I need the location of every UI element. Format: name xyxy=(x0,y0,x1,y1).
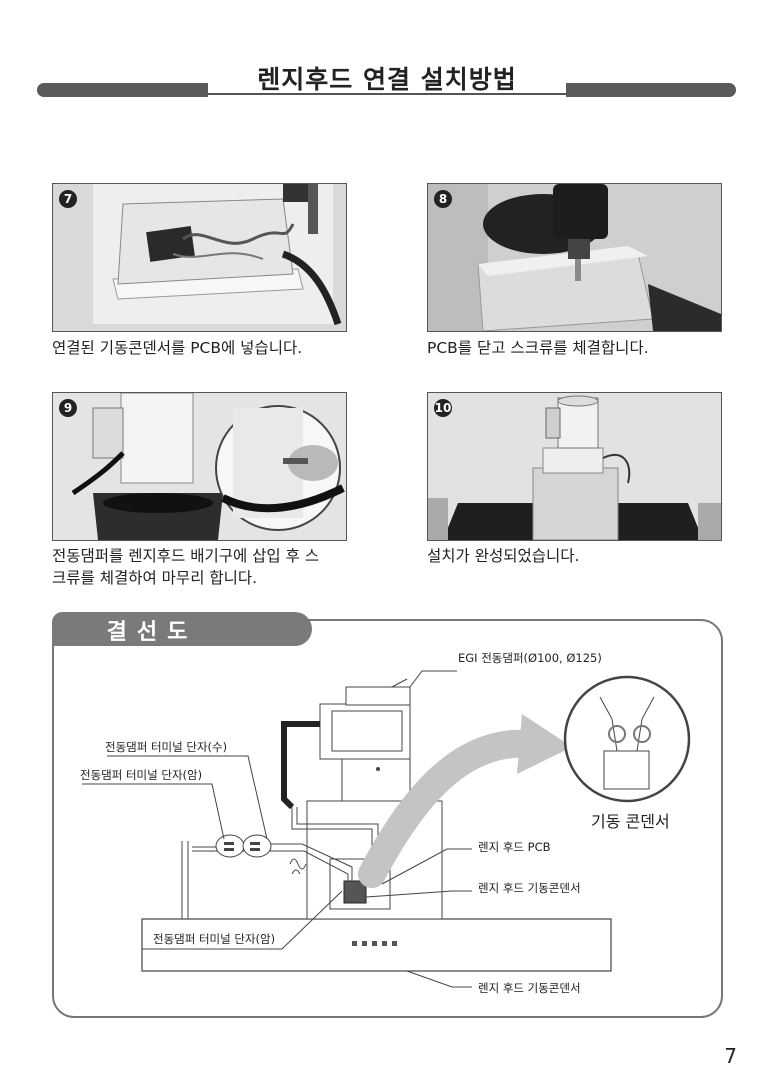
step-8-caption: PCB를 닫고 스크류를 체결합니다. xyxy=(427,339,649,357)
wiring-diagram-heading: 결선도 xyxy=(106,620,198,645)
terminal-female-label: 전동댐퍼 터미널 단자(암) xyxy=(80,768,203,782)
step-9-badge: 9 xyxy=(59,399,77,417)
step-10-photo: 10 xyxy=(427,392,722,541)
title-underline xyxy=(208,93,566,95)
step-7-badge: 7 xyxy=(59,190,77,208)
terminal-male-connector xyxy=(242,834,272,858)
hood-buttons xyxy=(352,941,397,946)
step-8-photo: 8 xyxy=(427,183,722,332)
capacitor-small xyxy=(343,880,367,904)
step-9-caption-line2: 크류를 체결하여 마무리 합니다. xyxy=(52,569,258,587)
terminal-male-label: 전동댐퍼 터미널 단자(수) xyxy=(105,740,228,754)
terminal-female-connector xyxy=(215,834,245,858)
damper-model-label: EGI 전동댐퍼(Ø100, Ø125) xyxy=(458,651,602,665)
wiring-diagram-svg xyxy=(82,670,691,988)
capacitor-inner-label: 렌지 후드 기동콘덴서 xyxy=(478,881,581,895)
step-9-photo: 9 xyxy=(52,392,347,541)
pcb-label: 렌지 후드 PCB xyxy=(478,840,551,854)
page-number: 7 xyxy=(724,1044,737,1068)
wiring-diagram-tab xyxy=(52,612,312,646)
capacitor-callout-circle xyxy=(563,675,691,803)
page-title: 렌지후드 연결 설치방법 xyxy=(257,65,517,94)
capacitor-callout-label: 기동 콘덴서 xyxy=(591,812,670,831)
callout-arrow xyxy=(358,729,546,888)
step-8-badge: 8 xyxy=(434,190,452,208)
step-10-badge: 10 xyxy=(434,399,452,417)
capacitor-bottom-label: 렌지 후드 기동콘덴서 xyxy=(478,981,581,995)
step-7-caption: 연결된 기동콘덴서를 PCB에 넣습니다. xyxy=(52,339,303,357)
step-10-caption: 설치가 완성되었습니다. xyxy=(427,547,580,565)
step-9-caption-line1: 전동댐퍼를 렌지후드 배기구에 삽입 후 스 xyxy=(52,547,320,565)
terminal-female-bottom-label: 전동댐퍼 터미널 단자(암) xyxy=(153,932,276,946)
step-7-photo: 7 xyxy=(52,183,347,332)
